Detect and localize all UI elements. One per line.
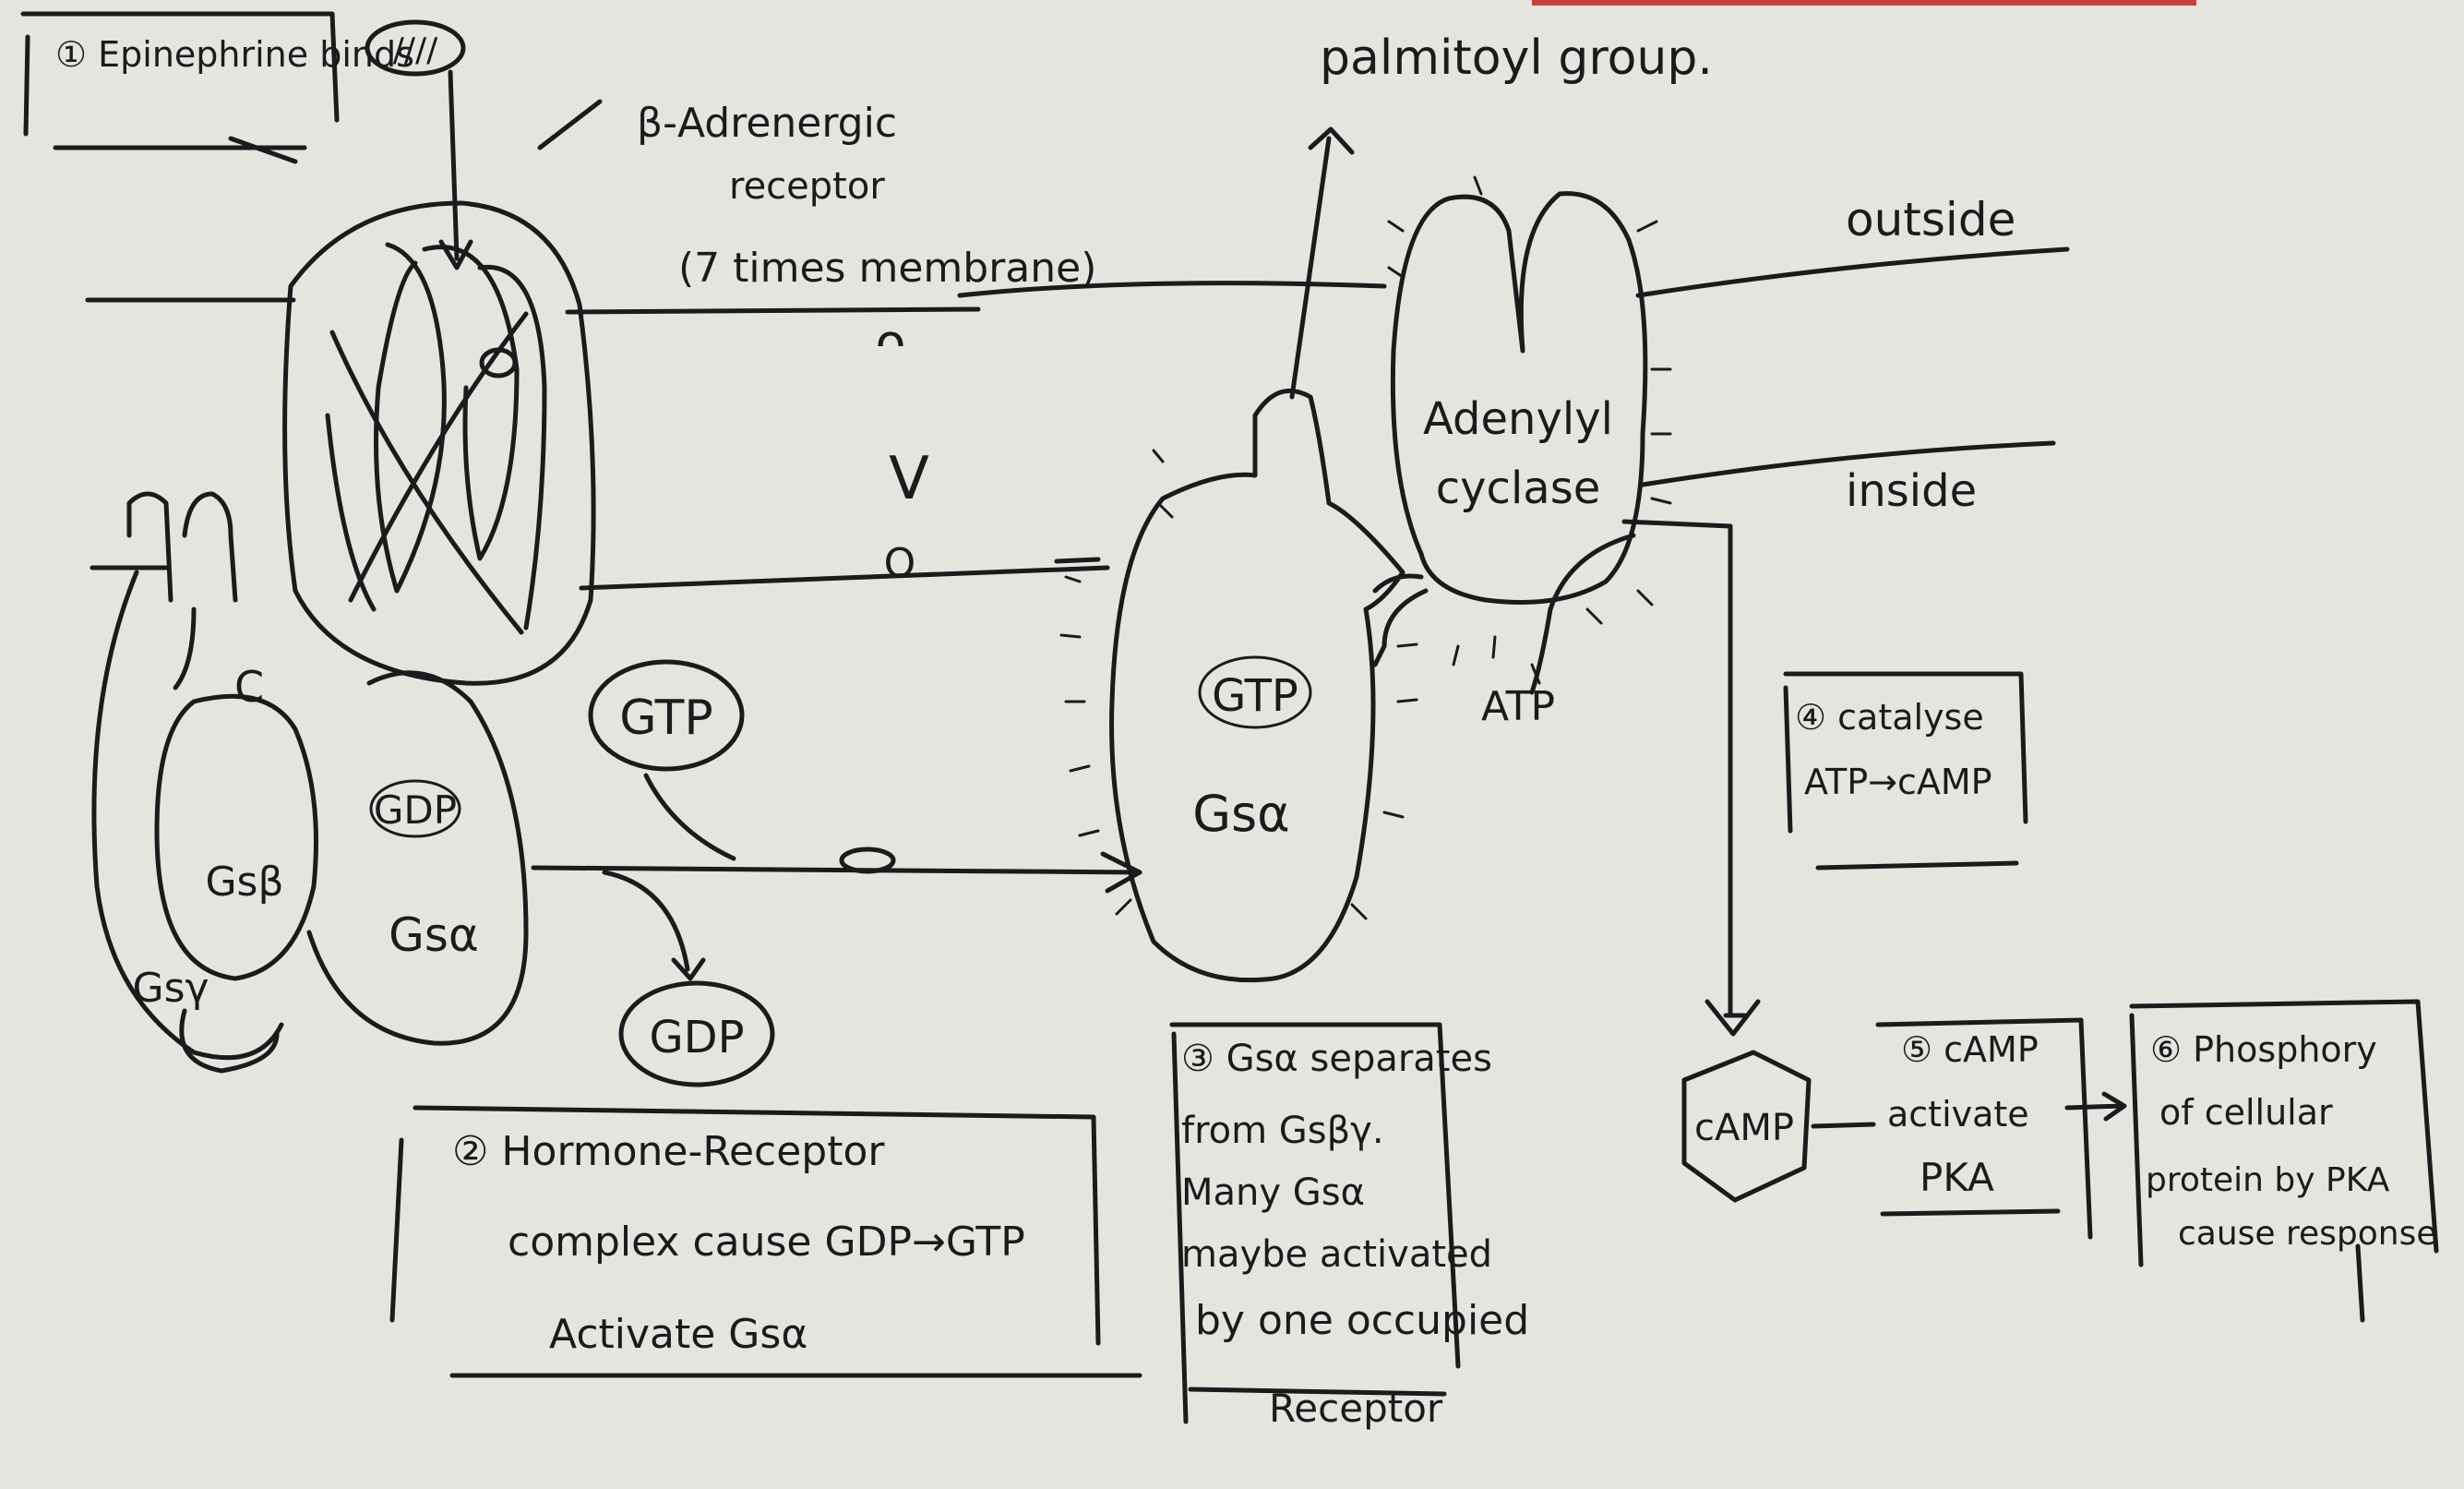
adenylyl-cyclase — [1372, 191, 1648, 695]
membrane-lines — [85, 246, 2070, 875]
step2-line2: complex cause GDP→GTP — [508, 1219, 1025, 1266]
header-ribbon — [1532, 0, 2196, 6]
gdp-bound-label: GDP — [374, 787, 457, 833]
gsb-label: Gsβ — [205, 859, 283, 906]
step2-note: ② Hormone-Receptor complex cause GDP→GTP… — [389, 1105, 1142, 1378]
step4-note: ④ catalyse ATP→cAMP — [1783, 671, 2028, 871]
hormone-hatch: //// — [393, 31, 438, 69]
beta-adrenergic-receptor — [282, 99, 603, 686]
gsa-left-label: Gsα — [389, 908, 479, 962]
outside-label: outside — [1846, 193, 2015, 246]
receptor-label-line2: receptor — [729, 165, 885, 208]
gdp-bound-ring — [369, 779, 461, 838]
step6-line1: ⑥ Phosphory — [2150, 1029, 2377, 1070]
step2-line3: Activate Gsα — [549, 1311, 807, 1358]
g-protein-heterotrimer — [91, 491, 529, 1074]
gtp-bound-label: GTP — [1212, 670, 1298, 722]
step6-line2: of cellular — [2159, 1092, 2333, 1133]
step5-line3: PKA — [1920, 1155, 1994, 1200]
camp-label: cAMP — [1694, 1107, 1794, 1149]
step3-line6: Receptor — [1269, 1386, 1443, 1431]
gtp-free: GTP — [588, 659, 745, 861]
membrane-glyph-top: ᴖ — [875, 314, 905, 372]
receptor-label-line3: (7 times membrane) — [678, 245, 1096, 292]
step5-line2: activate — [1887, 1094, 2029, 1135]
step1-note: ① Epinephrine binds — [20, 11, 414, 164]
junction-glyph: C — [234, 662, 264, 712]
arrow-knot — [839, 847, 896, 874]
membrane-glyph-bot: O — [884, 540, 916, 587]
step3-note: ③ Gsα separates from Gsβγ. Many Gsα mayb… — [1169, 1022, 1529, 1431]
step3-line3: Many Gsα — [1181, 1171, 1365, 1214]
step5-line1: ⑤ cAMP — [1901, 1029, 2039, 1070]
cyclase-rays — [1387, 175, 1672, 685]
gs-alpha-rays — [1059, 449, 1418, 920]
step1-text: ① Epinephrine binds — [55, 34, 414, 75]
activation-arrow — [1100, 851, 1142, 894]
gdp-free-label: GDP — [649, 1012, 744, 1063]
step2-line1: ② Hormone-Receptor — [452, 1128, 885, 1175]
adenylyl-label-line2: cyclase — [1436, 462, 1600, 514]
step4-line2: ATP→cAMP — [1804, 762, 1992, 802]
camp-hexagon: cAMP — [1681, 1050, 1812, 1203]
gdp-free: GDP — [602, 870, 775, 1087]
step3-line1: ③ Gsα separates — [1181, 1038, 1492, 1080]
inside-label: inside — [1846, 465, 1977, 517]
step6-note: ⑥ Phosphory of cellular protein by PKA c… — [2129, 999, 2439, 1323]
step3-line5: by one occupied — [1195, 1297, 1529, 1344]
step6-line4: cause response — [2178, 1215, 2437, 1253]
membrane-glyphs: ᴖ V O — [875, 314, 929, 587]
receptor-label: β-Adrenergic receptor (7 times membrane) — [637, 100, 1096, 292]
receptor-label-line1: β-Adrenergic — [637, 100, 897, 147]
atp-label: ATP — [1481, 683, 1555, 730]
step3-line4: maybe activated — [1181, 1233, 1492, 1276]
step3-line2: from Gsβγ. — [1181, 1110, 1384, 1152]
step6-line3: protein by PKA — [2146, 1161, 2390, 1199]
gtp-free-label: GTP — [619, 690, 713, 746]
step5-note: ⑤ cAMP activate PKA — [1811, 1017, 2127, 1240]
membrane-glyph-mid: V — [889, 445, 929, 513]
adenylyl-label-line1: Adenylyl — [1423, 393, 1613, 445]
camp-arrow — [1621, 519, 1761, 1037]
palmitoyl-label: palmitoyl group. — [1320, 30, 1713, 86]
gtp-bound-ring — [1198, 655, 1312, 729]
epinephrine-hormone-icon: //// — [365, 19, 473, 270]
gsa-right-label: Gsα — [1192, 785, 1290, 843]
step4-line1: ④ catalyse — [1795, 697, 1984, 738]
activated-gs-alpha — [1109, 126, 1405, 983]
gsg-label: Gsγ — [132, 965, 209, 1012]
